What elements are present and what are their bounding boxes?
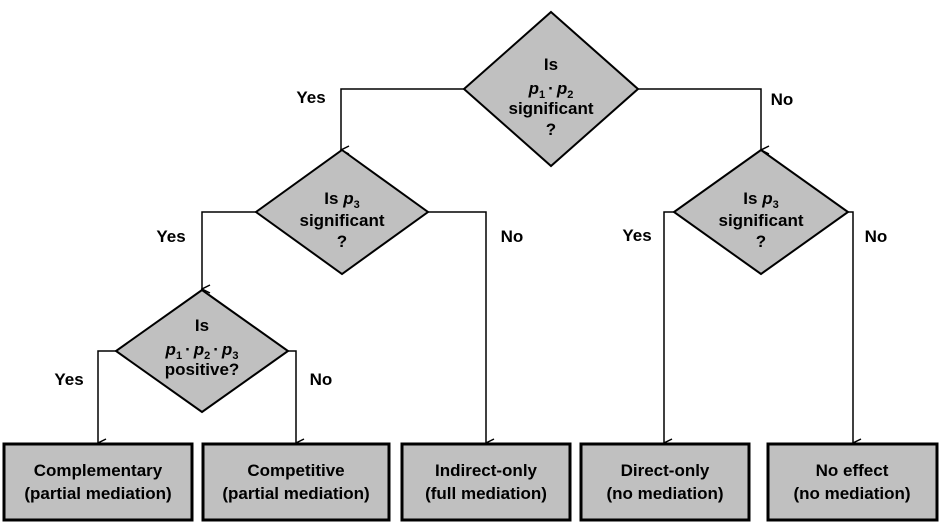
branch-labels: Yes No Yes No Yes No Yes No: [54, 88, 887, 389]
sign-yes-arrow: [98, 350, 116, 443]
outcome-complementary-line2: (partial mediation): [24, 484, 171, 503]
decision-sign-formula: p1·p2·p3: [165, 340, 239, 362]
sign-no-label: No: [310, 370, 333, 389]
outcome-competitive-line2: (partial mediation): [222, 484, 369, 503]
decision-right-line3: ?: [756, 232, 766, 251]
outcome-competitive-line1: Competitive: [247, 461, 344, 480]
outcome-no-effect: No effect (no mediation): [766, 442, 939, 522]
decision-left-line1: Is p3: [324, 189, 359, 211]
outcome-no-effect-box: [766, 442, 939, 522]
decision-sign-line1: Is: [195, 316, 209, 335]
left-no-label: No: [501, 227, 524, 246]
left-no-arrow: [428, 211, 486, 443]
outcome-competitive: Competitive (partial mediation): [201, 442, 391, 522]
decision-left-line3: ?: [337, 232, 347, 251]
outcome-direct-only-line2: (no mediation): [606, 484, 723, 503]
outcome-complementary: Complementary (partial mediation): [2, 442, 194, 522]
decision-root-formula: p1·p2: [528, 79, 574, 101]
decision-root-line1: Is: [544, 55, 558, 74]
outcome-complementary-line1: Complementary: [34, 461, 163, 480]
root-yes-arrow: [341, 88, 464, 150]
right-no-label: No: [865, 227, 888, 246]
outcome-indirect-only-box: [400, 442, 572, 522]
left-yes-arrow: [202, 211, 256, 289]
decision-left-diamond: [254, 148, 430, 276]
outcome-complementary-box: [2, 442, 194, 522]
decision-right-line1: Is p3: [743, 189, 778, 211]
outcome-no-effect-line2: (no mediation): [793, 484, 910, 503]
outcome-indirect-only-line2: (full mediation): [425, 484, 547, 503]
outcome-direct-only-box: [579, 442, 751, 522]
decision-left: Is p3 significant ?: [254, 148, 430, 276]
right-yes-arrow: [664, 211, 674, 443]
root-no-arrow: [638, 88, 761, 150]
sign-yes-label: Yes: [54, 370, 83, 389]
outcome-competitive-box: [201, 442, 391, 522]
decision-root-line4: ?: [546, 120, 556, 139]
decision-sign-line3: positive?: [165, 360, 240, 379]
outcome-no-effect-line1: No effect: [816, 461, 889, 480]
outcome-direct-only: Direct-only (no mediation): [579, 442, 751, 522]
decision-right: Is p3 significant ?: [672, 148, 850, 276]
outcome-indirect-only: Indirect-only (full mediation): [400, 442, 572, 522]
decision-root: Is p1·p2 significant ?: [462, 10, 640, 168]
decision-root-diamond: [462, 10, 640, 168]
right-yes-label: Yes: [622, 226, 651, 245]
right-no-arrow: [848, 211, 853, 443]
decision-root-line3: significant: [508, 99, 593, 118]
decision-sign-diamond: [114, 288, 290, 414]
root-yes-label: Yes: [296, 88, 325, 107]
sign-no-arrow: [288, 350, 296, 443]
decision-right-diamond: [672, 148, 850, 276]
root-no-label: No: [771, 90, 794, 109]
outcome-direct-only-line1: Direct-only: [621, 461, 710, 480]
left-yes-label: Yes: [156, 227, 185, 246]
decision-right-line2: significant: [718, 211, 803, 230]
outcome-indirect-only-line1: Indirect-only: [435, 461, 538, 480]
decision-sign: Is p1·p2·p3 positive?: [114, 288, 290, 414]
decision-left-line2: significant: [299, 211, 384, 230]
